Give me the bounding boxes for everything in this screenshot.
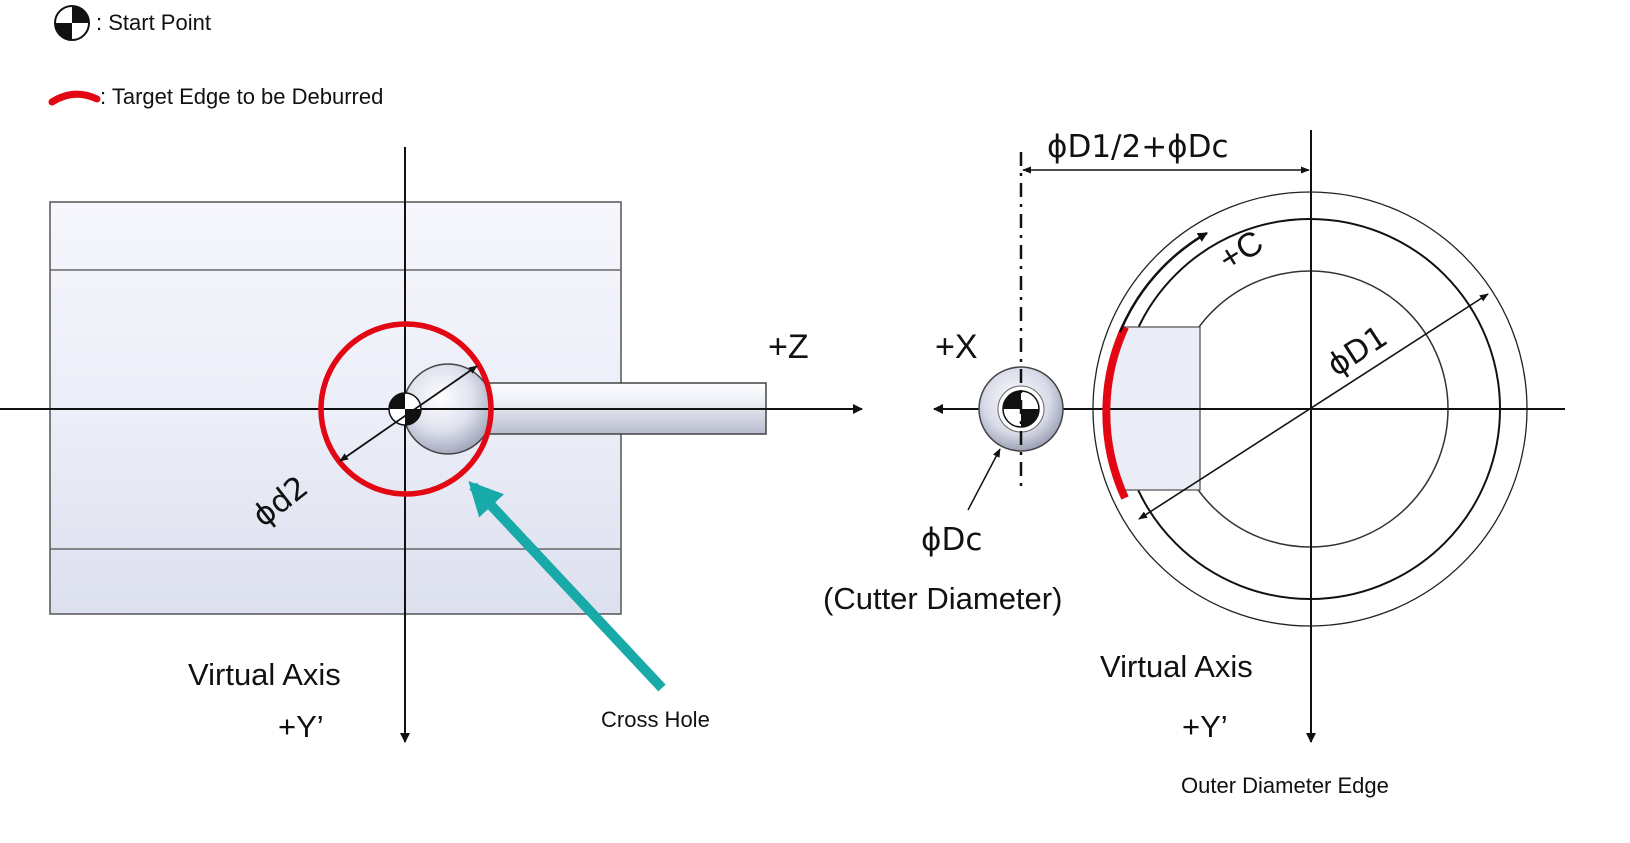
y-axis-label-left: +Y’ <box>278 709 324 744</box>
cross-hole-label: Cross Hole <box>601 707 710 732</box>
start-point-icon <box>54 5 90 41</box>
virtual-axis-label-right: Virtual Axis <box>1100 649 1253 684</box>
target-edge-arc <box>1102 325 1129 500</box>
cross-hole-highlight <box>318 321 494 497</box>
legend-target-edge: : Target Edge to be Deburred <box>100 84 383 109</box>
right-view: ϕD1/2+ϕDc ϕD1 +C +X ϕDc (Cutter Diameter… <box>823 129 1565 798</box>
y-axis-label-right: +Y’ <box>1182 709 1228 744</box>
d1-label: ϕD1 <box>1321 319 1394 384</box>
target-edge-icon <box>48 90 101 106</box>
cutter-leader-line <box>967 448 1001 511</box>
d1-dimension-line <box>1138 293 1489 520</box>
c-rotation-arrow <box>1118 231 1208 333</box>
virtual-axis-label-left: Virtual Axis <box>188 657 341 692</box>
z-axis-label: +Z <box>768 328 809 366</box>
c-axis-label: +C <box>1212 223 1270 279</box>
outer-edge-label: Outer Diameter Edge <box>1181 773 1389 798</box>
legend: : Start Point : Target Edge to be Deburr… <box>48 5 383 109</box>
cross-hole-pointer-arrow <box>468 481 666 692</box>
cutter-diameter-desc: (Cutter Diameter) <box>823 581 1062 616</box>
offset-dimension-label: ϕD1/2+ϕDc <box>1047 129 1229 165</box>
cutter-diameter-symbol: ϕDc <box>921 522 982 558</box>
d2-dimension-line <box>339 365 478 462</box>
left-view: ϕd2 +Z Virtual Axis +Y’ Cross Hole <box>0 147 863 744</box>
x-axis-label: +X <box>935 328 978 366</box>
legend-start-point: : Start Point <box>96 10 211 35</box>
